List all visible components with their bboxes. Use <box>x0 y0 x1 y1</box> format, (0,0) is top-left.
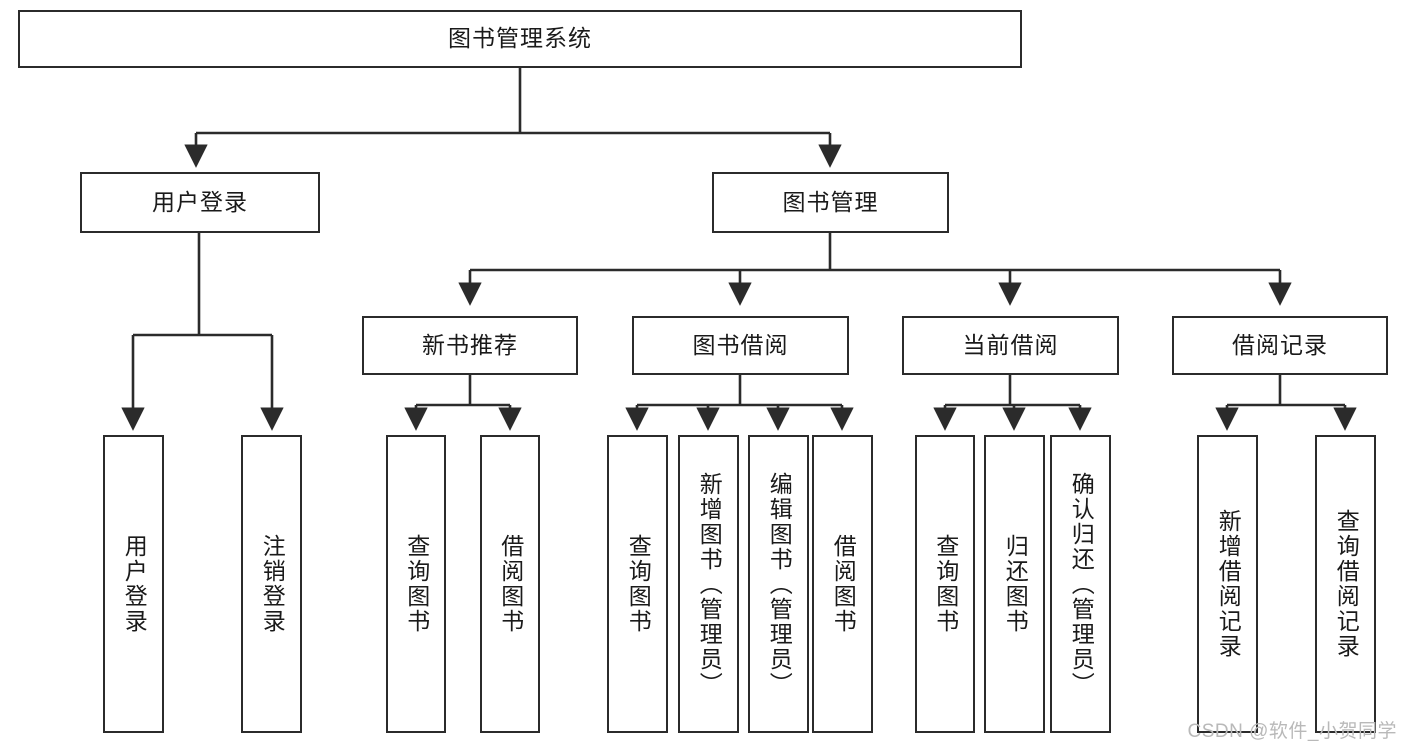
node-book-management-label: 图书管理 <box>782 188 879 215</box>
node-new-book-recommend[interactable]: 新书推荐 <box>362 316 578 375</box>
leaf-add-book-admin-label: 新增图书（管理员） <box>696 471 723 697</box>
leaf-borrow-book[interactable]: 借阅图书 <box>812 435 873 733</box>
node-new-book-recommend-label: 新书推荐 <box>422 331 518 358</box>
leaf-query-borrow-record[interactable]: 查询借阅记录 <box>1315 435 1376 733</box>
leaf-query-book-current-label: 查询图书 <box>932 534 959 634</box>
node-root[interactable]: 图书管理系统 <box>18 10 1022 68</box>
leaf-query-borrow-record-label: 查询借阅记录 <box>1333 509 1360 659</box>
leaf-query-book-borrow[interactable]: 查询图书 <box>607 435 668 733</box>
node-book-management[interactable]: 图书管理 <box>712 172 949 233</box>
leaf-query-book-recommend-label: 查询图书 <box>403 534 430 634</box>
watermark: CSDN @软件_小贺同学 <box>1187 721 1397 742</box>
leaf-query-book-recommend[interactable]: 查询图书 <box>386 435 446 733</box>
node-root-label: 图书管理系统 <box>448 25 592 52</box>
leaf-query-book-borrow-label: 查询图书 <box>625 534 652 634</box>
leaf-return-book-label: 归还图书 <box>1002 534 1029 634</box>
node-book-borrow[interactable]: 图书借阅 <box>632 316 849 375</box>
node-book-borrow-label: 图书借阅 <box>692 331 789 358</box>
leaf-edit-book-admin-label: 编辑图书（管理员） <box>766 471 793 697</box>
leaf-query-book-current[interactable]: 查询图书 <box>915 435 975 733</box>
leaf-confirm-return-admin[interactable]: 确认归还（管理员） <box>1050 435 1111 733</box>
leaf-confirm-return-admin-label: 确认归还（管理员） <box>1068 471 1095 697</box>
leaf-add-borrow-record-label: 新增借阅记录 <box>1215 509 1242 659</box>
leaf-edit-book-admin[interactable]: 编辑图书（管理员） <box>748 435 809 733</box>
node-user-login[interactable]: 用户登录 <box>80 172 320 233</box>
leaf-logout-label: 注销登录 <box>259 534 286 634</box>
leaf-return-book[interactable]: 归还图书 <box>984 435 1045 733</box>
leaf-user-login-label: 用户登录 <box>121 534 148 634</box>
leaf-add-borrow-record[interactable]: 新增借阅记录 <box>1197 435 1258 733</box>
node-current-borrow-label: 当前借阅 <box>962 331 1059 358</box>
node-user-login-label: 用户登录 <box>152 188 248 215</box>
leaf-borrow-book-label: 借阅图书 <box>830 534 857 634</box>
node-borrow-record-label: 借阅记录 <box>1232 331 1328 358</box>
node-current-borrow[interactable]: 当前借阅 <box>902 316 1119 375</box>
leaf-logout[interactable]: 注销登录 <box>241 435 302 733</box>
leaf-user-login[interactable]: 用户登录 <box>103 435 164 733</box>
leaf-add-book-admin[interactable]: 新增图书（管理员） <box>678 435 739 733</box>
leaf-borrow-book-recommend-label: 借阅图书 <box>497 534 524 634</box>
leaf-borrow-book-recommend[interactable]: 借阅图书 <box>480 435 540 733</box>
node-borrow-record[interactable]: 借阅记录 <box>1172 316 1388 375</box>
